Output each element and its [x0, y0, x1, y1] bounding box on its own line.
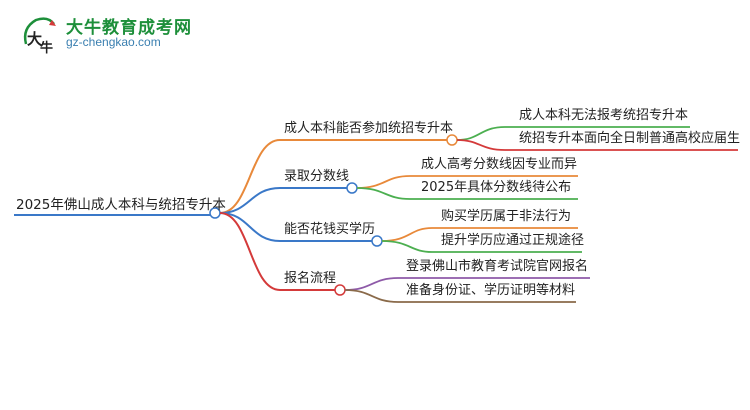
leaf-connector-3-1 — [381, 227, 433, 242]
leaf-label-3-2: 提升学历应通过正规途径 — [441, 233, 585, 248]
leaf-label-2-1: 成人高考分数线因专业而异 — [421, 157, 578, 172]
leaf-label-1-2: 统招专升本面向全日制普通高校应届生 — [519, 131, 741, 146]
branch-connector-3 — [219, 212, 281, 242]
leaf-label-2-2: 2025年具体分数线待公布 — [421, 180, 572, 195]
leaf-connector-2-2 — [356, 187, 411, 200]
branch-node-4 — [334, 284, 346, 296]
leaf-connector-1-1 — [456, 126, 506, 141]
branch-connector-1 — [219, 139, 281, 214]
leaf-connector-4-2 — [344, 289, 399, 303]
leaf-label-4-1: 登录佛山市教育考试院官网报名 — [406, 259, 589, 274]
branch-connector-2 — [219, 187, 281, 214]
branch-label-4: 报名流程 — [284, 271, 337, 286]
leaf-label-4-2: 准备身份证、学历证明等材料 — [406, 283, 576, 298]
branch-label-2: 录取分数线 — [284, 169, 350, 184]
brand-name: 大牛教育成考网 — [66, 18, 192, 38]
branch-label-1: 成人本科能否参加统招专升本 — [284, 121, 454, 136]
branch-connector-4 — [219, 212, 281, 291]
root-label: 2025年佛山成人本科与统招专升本 — [16, 197, 226, 213]
logo-icon: 大 牛 — [23, 17, 56, 54]
leaf-connector-2-1 — [356, 175, 411, 189]
leaf-connector-1-2 — [456, 139, 506, 151]
leaf-connector-4-1 — [344, 277, 399, 291]
leaf-label-1-1: 成人本科无法报考统招专升本 — [519, 108, 689, 123]
svg-text:牛: 牛 — [40, 40, 53, 54]
leaf-label-3-1: 购买学历属于非法行为 — [441, 209, 572, 224]
branch-label-3: 能否花钱买学历 — [284, 222, 376, 237]
svg-text:大: 大 — [27, 30, 42, 48]
brand-url: gz-chengkao.com — [66, 35, 161, 49]
leaf-connector-3-2 — [381, 240, 433, 253]
